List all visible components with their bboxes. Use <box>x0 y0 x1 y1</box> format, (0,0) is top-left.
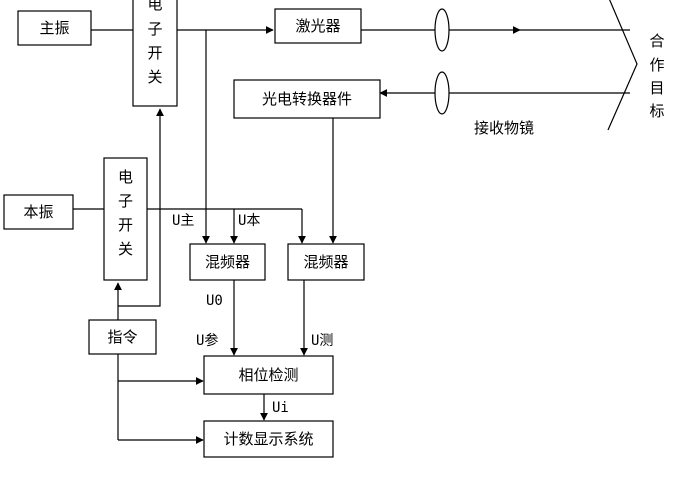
connection-lines <box>73 26 630 444</box>
signal-label-u-main: U主 <box>172 213 194 229</box>
cooperative-target-prism <box>607 0 638 131</box>
laser-label: 激光器 <box>295 17 340 35</box>
wire-command-to-switch-top <box>118 108 164 307</box>
mixer-left-block: 混频器 <box>189 243 266 281</box>
signal-label-u0: U0 <box>206 293 223 309</box>
local-oscillator-block: 本振 <box>3 194 74 230</box>
photoelectric-converter-block: 光电转换器件 <box>233 79 381 119</box>
transmit-lens <box>434 8 450 52</box>
signal-label-u-ref: U参 <box>196 332 218 349</box>
laser-block: 激光器 <box>274 8 362 44</box>
signal-label-u-measure: U测 <box>311 333 333 349</box>
target-char-2: 作 <box>649 56 664 74</box>
counter-display-label: 计数显示系统 <box>223 430 313 448</box>
receiver-lens-label: 接收物镜 <box>474 119 534 137</box>
switch-top-char-2: 子 <box>147 20 162 38</box>
target-char-3: 目 <box>649 79 664 97</box>
command-block: 指令 <box>88 319 157 355</box>
signal-label-u-local: U本 <box>238 213 260 229</box>
receive-lens <box>434 71 450 115</box>
switch-top-char-3: 开 <box>147 44 162 62</box>
command-label: 指令 <box>107 328 137 346</box>
master-oscillator-block: 主振 <box>17 10 92 46</box>
signal-label-ui: Ui <box>272 400 289 416</box>
mixer-left-label: 混频器 <box>205 253 250 271</box>
electronic-switch-mid-block: 电 子 开 关 <box>103 157 148 281</box>
target-char-4: 标 <box>649 102 664 120</box>
counter-display-block: 计数显示系统 <box>203 420 334 458</box>
switch-mid-char-4: 关 <box>118 240 133 258</box>
mixer-right-block: 混频器 <box>287 243 365 281</box>
master-oscillator-label: 主振 <box>39 19 69 37</box>
target-char-1: 合 <box>649 32 664 50</box>
switch-mid-char-1: 电 <box>118 168 133 186</box>
switch-mid-char-2: 子 <box>118 192 133 210</box>
switch-mid-char-3: 开 <box>118 216 133 234</box>
switch-top-char-1: 电 <box>147 0 162 13</box>
phase-detector-label: 相位检测 <box>238 366 298 384</box>
mixer-right-label: 混频器 <box>303 253 348 271</box>
switch-top-char-4: 关 <box>147 68 162 86</box>
electronic-switch-top-block: 电 子 开 关 <box>132 0 178 107</box>
photoelectric-converter-label: 光电转换器件 <box>262 90 352 108</box>
local-oscillator-label: 本振 <box>23 203 53 221</box>
phase-detector-block: 相位检测 <box>203 355 334 395</box>
